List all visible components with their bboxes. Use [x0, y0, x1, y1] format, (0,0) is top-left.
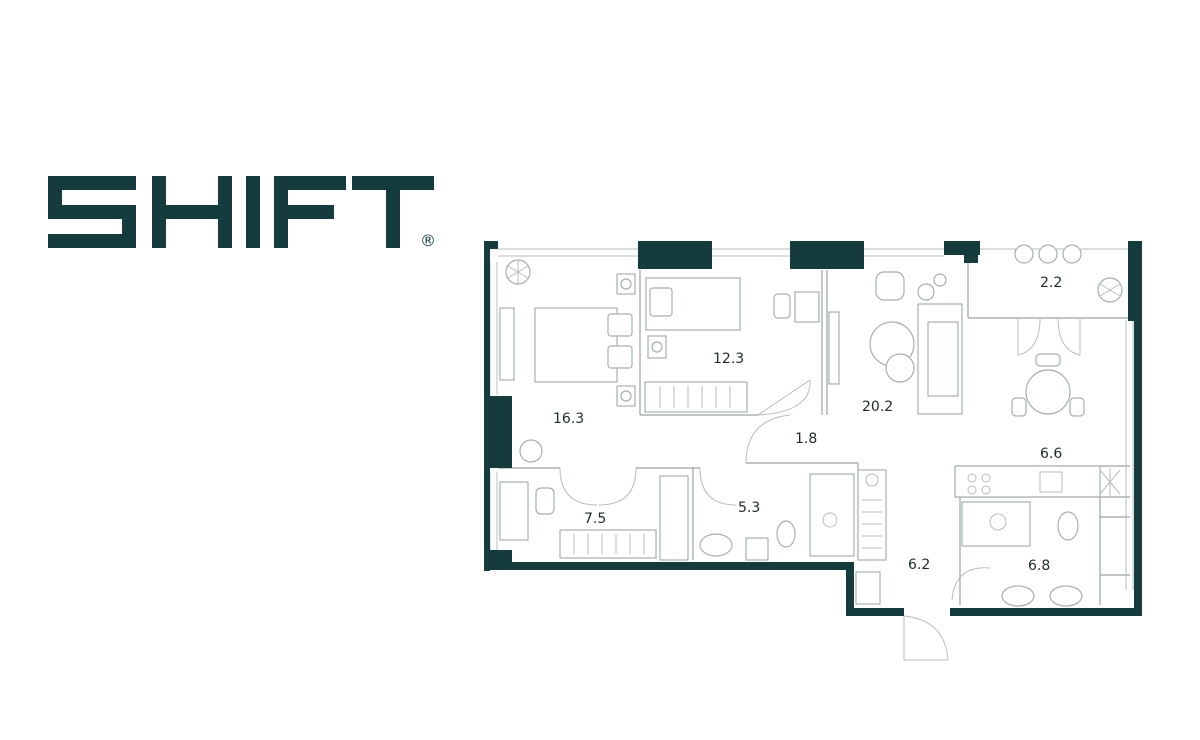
- exterior-walls: [484, 241, 1142, 616]
- study-wardrobe-icon: [559, 475, 689, 561]
- kitchen-counter-icon: [954, 465, 1121, 498]
- doors: [559, 317, 1081, 661]
- single-bed-icon: [645, 277, 741, 359]
- area-label-balcony: 2.2: [1040, 275, 1062, 291]
- area-label-bathroom-large: 6.8: [1028, 558, 1050, 574]
- wardrobe-icon: [644, 381, 748, 413]
- coffee-table-icon: [869, 321, 915, 383]
- small-bathroom-fixtures-icon: [699, 473, 855, 561]
- desk-icon: [773, 291, 820, 323]
- balcony-plants-icon: [1014, 244, 1123, 303]
- area-label-study: 7.5: [584, 511, 606, 527]
- tv-living: [828, 311, 840, 385]
- area-label-bedroom-small: 12.3: [713, 351, 744, 367]
- shift-logo: ®: [48, 176, 436, 248]
- large-bathroom-fixtures-icon: [961, 501, 1083, 607]
- room-area-labels: 16.3 12.3 20.2 2.2 1.8 6.6 7.5 5.3 6.2 6…: [553, 275, 1062, 574]
- armchair-icon: [519, 439, 543, 463]
- area-label-living-room: 20.2: [862, 399, 893, 415]
- furniture: [499, 244, 1123, 607]
- tv-stand: [499, 307, 515, 381]
- dining-table-icon: [1011, 353, 1085, 417]
- area-label-kitchen: 6.6: [1040, 446, 1062, 462]
- double-bed-icon: [534, 273, 636, 407]
- shift-logo-letters: [48, 176, 434, 248]
- registered-mark: ®: [420, 231, 436, 248]
- hall-storage-icon: [855, 469, 887, 605]
- study-desk-icon: [499, 481, 555, 541]
- plant-icon: [505, 259, 531, 285]
- area-label-bathroom-small: 5.3: [738, 500, 760, 516]
- area-label-hall: 6.2: [908, 557, 930, 573]
- sofa-icon: [917, 303, 963, 415]
- lamp-icon: [917, 273, 947, 301]
- armchair-living-icon: [875, 271, 905, 301]
- area-label-bedroom-large: 16.3: [553, 411, 584, 427]
- area-label-corridor: 1.8: [795, 431, 817, 447]
